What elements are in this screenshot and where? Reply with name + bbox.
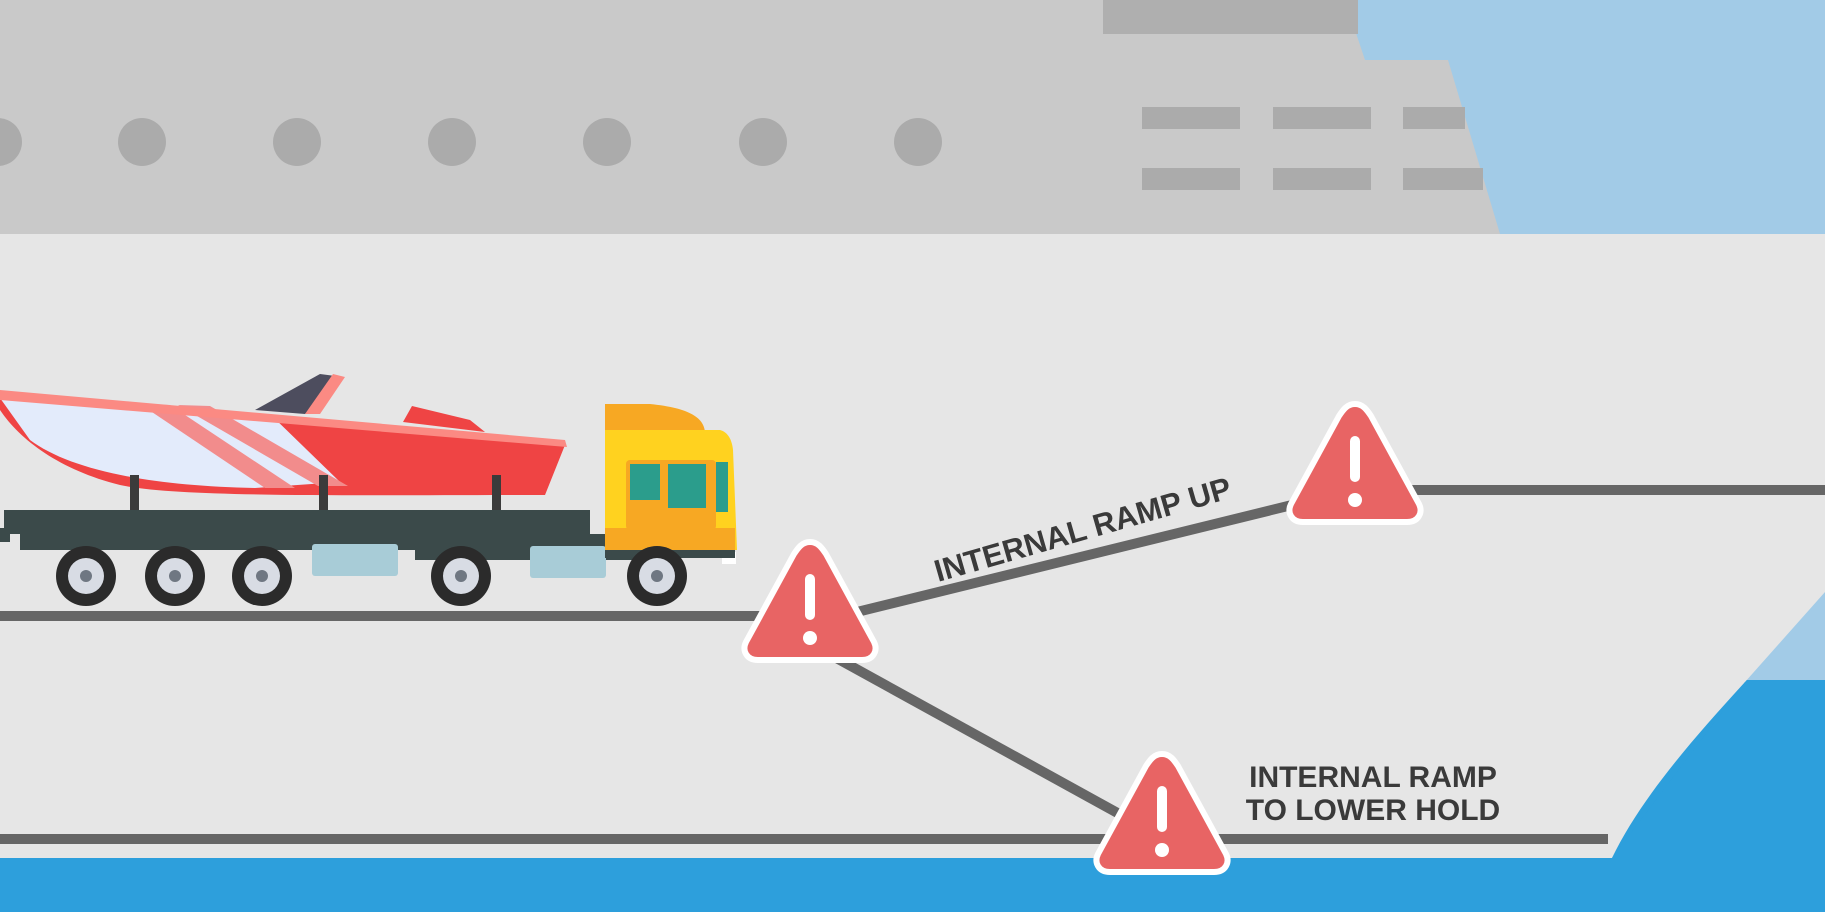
porthole [894, 118, 942, 166]
porthole [739, 118, 787, 166]
ship-hull [0, 234, 1825, 858]
portholes [0, 118, 942, 166]
wheel [431, 546, 491, 606]
bridge-window [1403, 107, 1465, 129]
bridge-window [1142, 168, 1240, 190]
bridge-window [1273, 107, 1371, 129]
top-deck-strip [1103, 0, 1358, 34]
wheel [232, 546, 292, 606]
bridge-windows [1142, 107, 1483, 190]
ramp-down-label-line1: INTERNAL RAMP [1249, 761, 1497, 794]
ramp-down-label-line2: TO LOWER HOLD [1246, 794, 1500, 827]
wheel [627, 546, 687, 606]
ramp-up-line [798, 485, 1355, 631]
bridge-window [1403, 168, 1483, 190]
warning-triangle-icon [741, 538, 879, 663]
porthole [118, 118, 166, 166]
speedboat [0, 374, 567, 496]
boat-supports [130, 475, 501, 515]
ship-superstructure [0, 0, 1500, 234]
wheels [56, 546, 687, 606]
deck-lines [0, 485, 1825, 844]
porthole [428, 118, 476, 166]
porthole [0, 118, 22, 166]
sea-waterline [0, 858, 1612, 912]
bridge-window [1273, 168, 1371, 190]
porthole [273, 118, 321, 166]
ramp-down-line [797, 633, 1166, 843]
warning-triangle-icon [1286, 400, 1424, 525]
warning-triangle-icon [1093, 750, 1231, 875]
porthole [583, 118, 631, 166]
truck-with-boat [0, 374, 737, 606]
wheel [145, 546, 205, 606]
bridge-window [1142, 107, 1240, 129]
wheel [56, 546, 116, 606]
